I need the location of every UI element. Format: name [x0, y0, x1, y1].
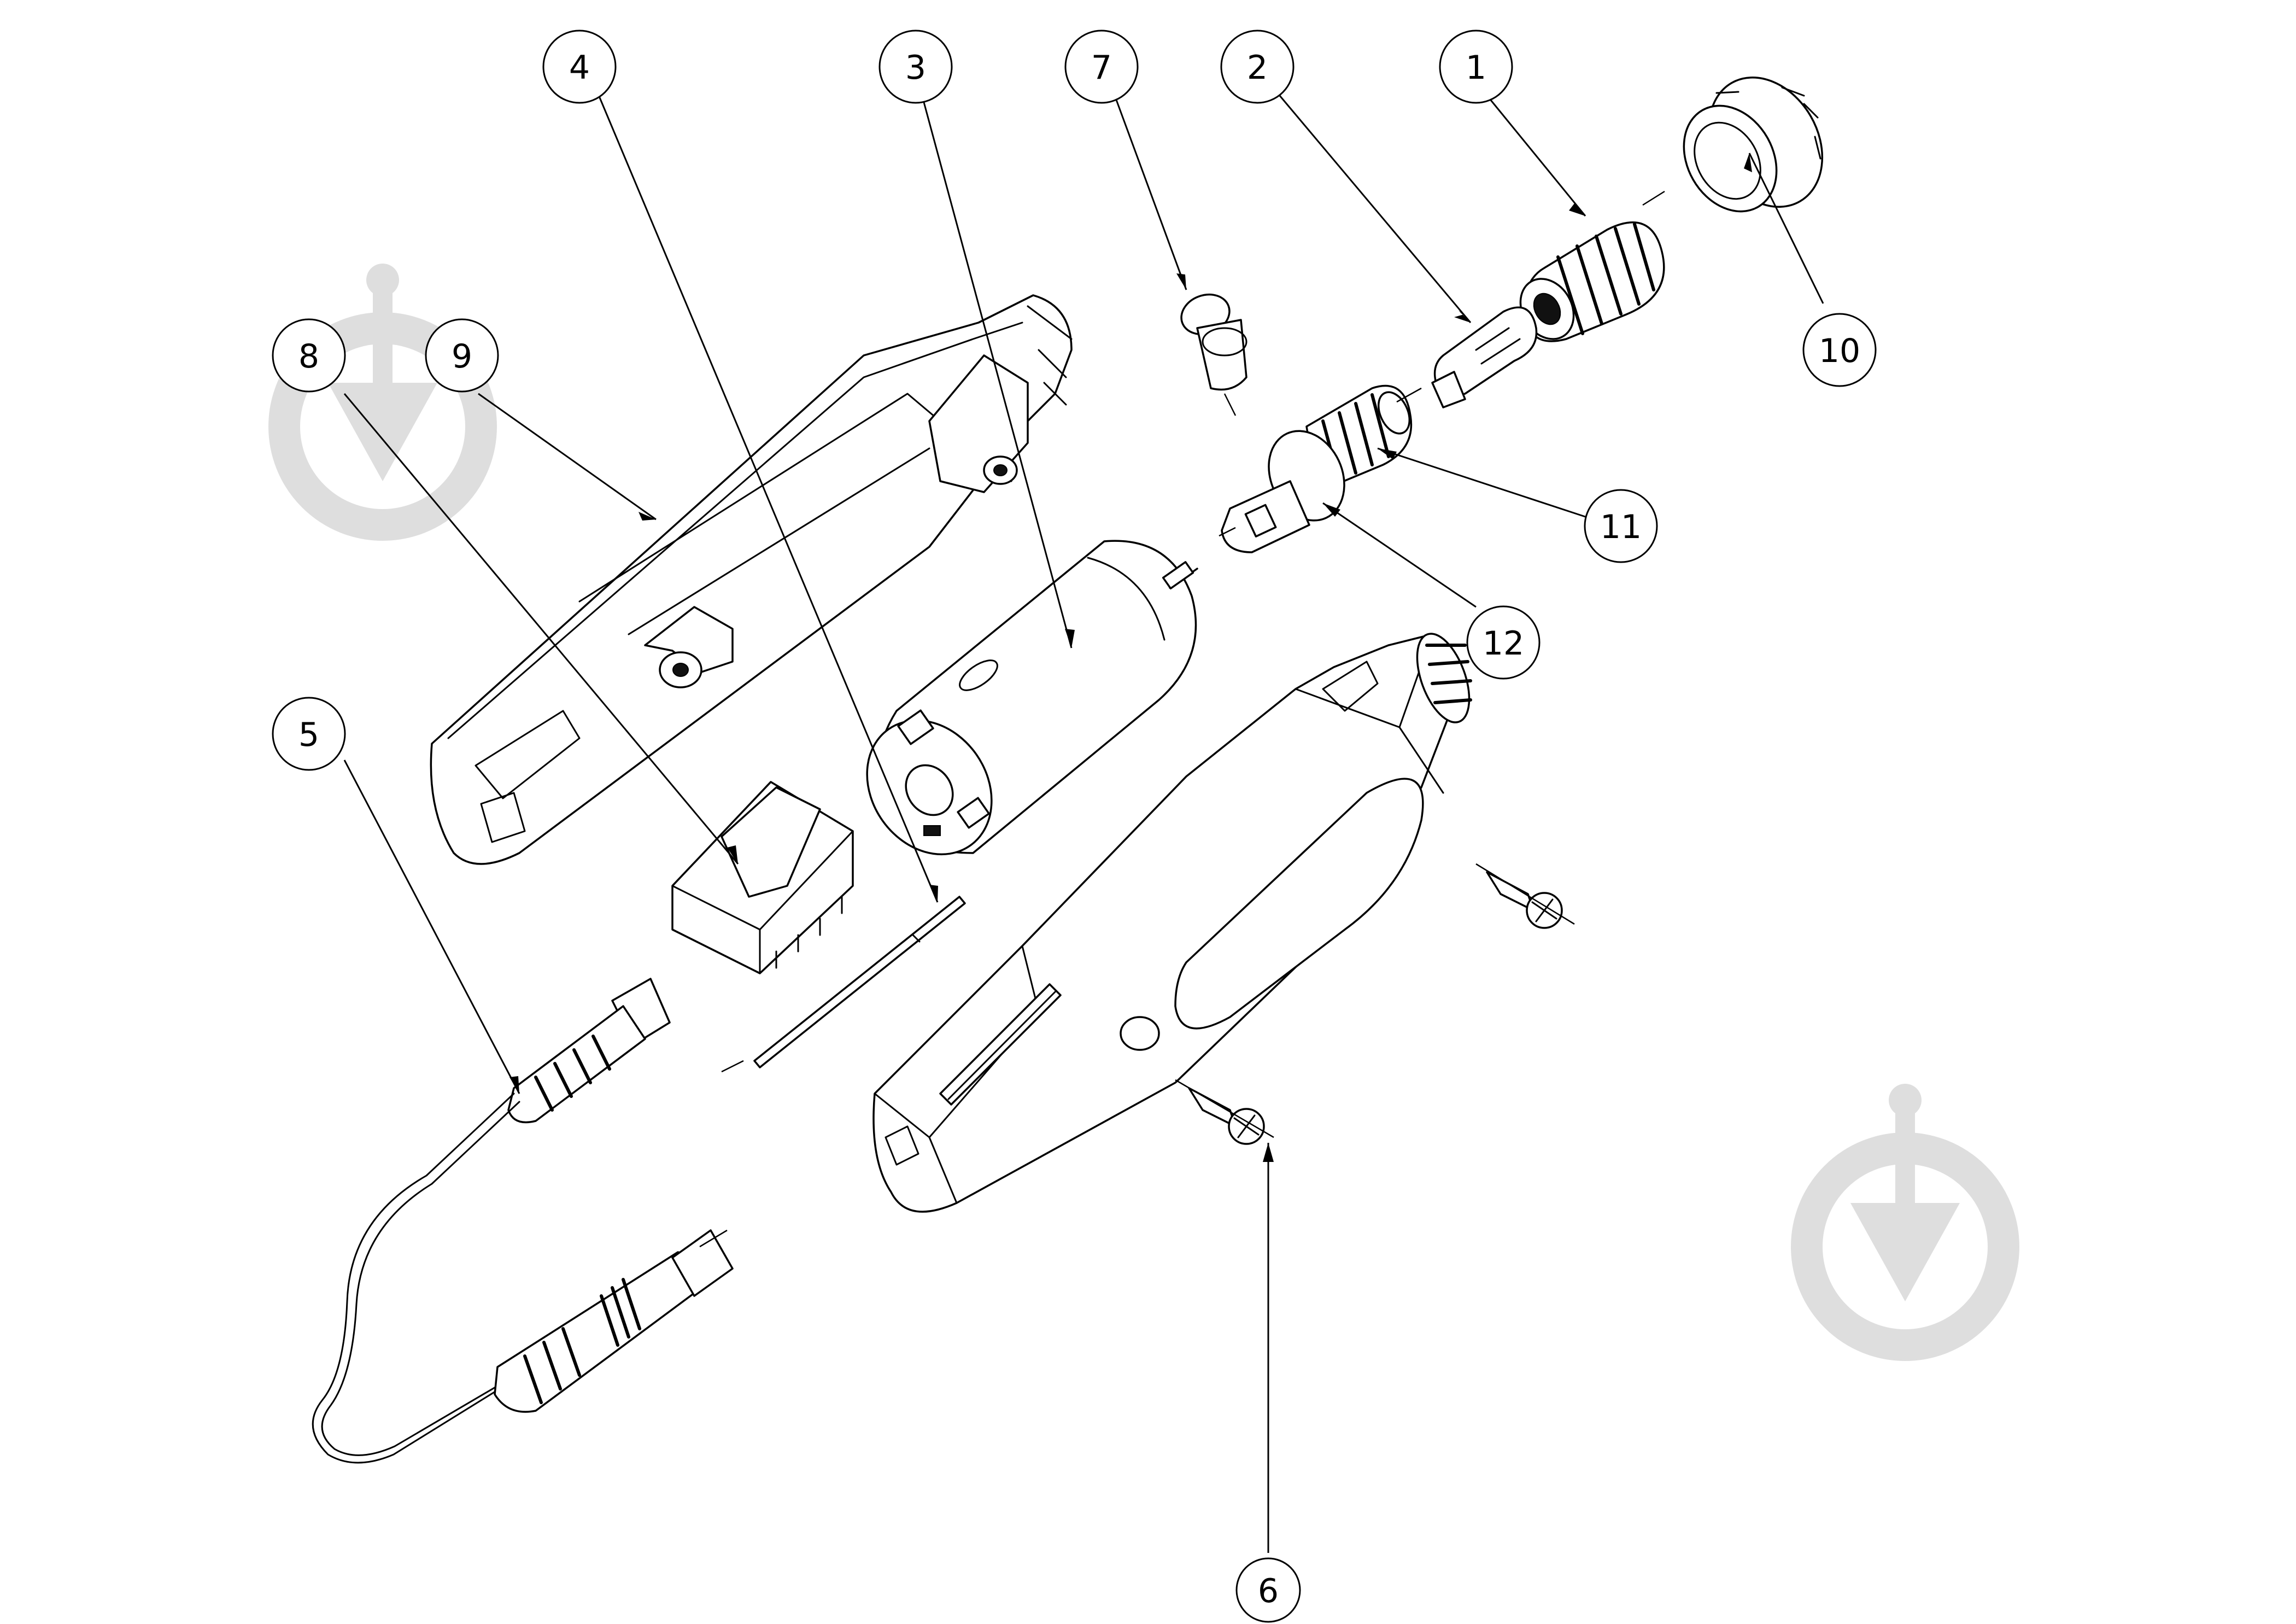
- callout-label: 12: [1483, 624, 1524, 663]
- part-4-shaft-pin: [753, 896, 966, 1068]
- callout-8: 8: [272, 318, 346, 393]
- callout-label: 9: [452, 337, 472, 376]
- callout-6: 6: [1235, 1557, 1301, 1623]
- callout-11: 11: [1584, 489, 1658, 563]
- callout-5: 5: [272, 697, 346, 771]
- leader-arrowheads: [509, 153, 1752, 1162]
- leader-lines: [343, 81, 1824, 1553]
- callout-9: 9: [425, 318, 499, 393]
- part-8-switch: [671, 781, 854, 974]
- lower-housing: [872, 633, 1472, 1213]
- part-3-motor: [866, 540, 1198, 856]
- callout-12: 12: [1466, 605, 1541, 680]
- callout-3: 3: [878, 30, 953, 104]
- part-6-screw-upper: [1475, 863, 1575, 929]
- callout-10: 10: [1802, 313, 1877, 387]
- callout-label: 4: [569, 49, 590, 87]
- callout-7: 7: [1064, 30, 1139, 104]
- watermark-logo-left: [268, 264, 497, 541]
- part-1-collet-nut: [1519, 221, 1665, 342]
- callout-label: 7: [1091, 49, 1112, 87]
- callout-label: 10: [1819, 332, 1860, 370]
- callout-4: 4: [542, 30, 617, 104]
- assembly-axis-marks: [699, 190, 1665, 1248]
- callout-1: 1: [1439, 30, 1513, 104]
- part-2-collet: [1431, 306, 1538, 408]
- callout-label: 6: [1258, 1572, 1279, 1610]
- part-7-lock-button: [1180, 293, 1247, 391]
- watermark-logo-right: [1791, 1084, 2019, 1361]
- callout-label: 2: [1247, 49, 1268, 87]
- callout-label: 5: [298, 716, 319, 754]
- part-12-spindle-flange: [1221, 430, 1345, 553]
- callout-label: 8: [298, 337, 319, 376]
- part-6-screw-lower: [1175, 1079, 1274, 1145]
- part-10-cap-nut: [1683, 77, 1824, 213]
- callout-label: 3: [905, 49, 926, 87]
- part-9-upper-housing: [430, 294, 1073, 865]
- part-5-power-cord: [312, 978, 734, 1464]
- callout-label: 11: [1600, 508, 1642, 546]
- callout-2: 2: [1220, 30, 1295, 104]
- callout-label: 1: [1466, 49, 1486, 87]
